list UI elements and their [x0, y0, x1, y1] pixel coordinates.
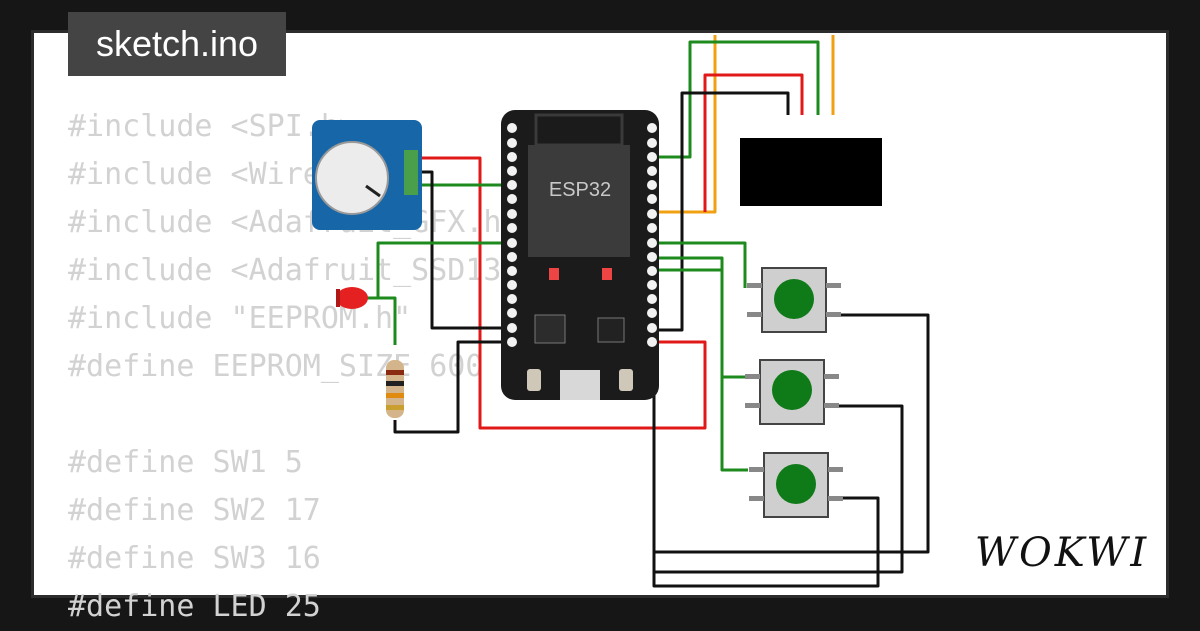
sketch-filename-tab[interactable]: sketch.ino — [68, 12, 286, 76]
oled-display-icon[interactable] — [740, 138, 882, 206]
wire-black-pot-gnd[interactable] — [412, 170, 512, 330]
pushbutton-icon[interactable] — [747, 267, 841, 333]
wire-black-sw1-gnd[interactable] — [652, 313, 930, 554]
code-line: #define SW2 17 — [68, 493, 321, 528]
wire-black-sw3-gnd[interactable] — [652, 496, 880, 588]
led-icon[interactable] — [336, 287, 368, 309]
code-line: #define EEPROM_SIZE 600 — [68, 349, 484, 384]
wire-green-sw1[interactable] — [652, 241, 747, 288]
wire-black-sw2-gnd[interactable] — [654, 404, 904, 574]
pushbutton-icon[interactable] — [745, 359, 839, 425]
wokwi-logo: WOKWI — [975, 530, 1149, 576]
wire-green-sw3[interactable] — [652, 268, 748, 472]
wire-green-led[interactable] — [376, 241, 512, 298]
code-line: #define SW1 5 — [68, 445, 303, 480]
esp32-chip-label: ESP32 — [549, 179, 611, 201]
code-line: #define LED 25 — [68, 589, 321, 624]
wire-red-pot-vcc[interactable] — [412, 156, 707, 430]
wire-black-display[interactable] — [652, 91, 790, 332]
potentiometer-icon[interactable] — [312, 120, 422, 230]
wire-red-display[interactable] — [703, 73, 804, 212]
code-preview: #include <SPI.h>#include <Wire.h>#includ… — [68, 103, 592, 631]
code-line: #include "EEPROM.h" — [68, 301, 412, 336]
wire-green-sw2[interactable] — [652, 256, 745, 379]
wire-green-display[interactable] — [652, 40, 820, 159]
pushbutton-icon[interactable] — [749, 452, 843, 518]
wire-green-led-res[interactable] — [360, 296, 397, 345]
wires — [360, 35, 930, 588]
wire-black-res-gnd[interactable] — [393, 340, 512, 434]
esp32-board-icon[interactable]: ESP32 — [501, 110, 659, 400]
resistor-icon[interactable] — [386, 360, 404, 418]
code-line: #define SW3 16 — [68, 541, 321, 576]
